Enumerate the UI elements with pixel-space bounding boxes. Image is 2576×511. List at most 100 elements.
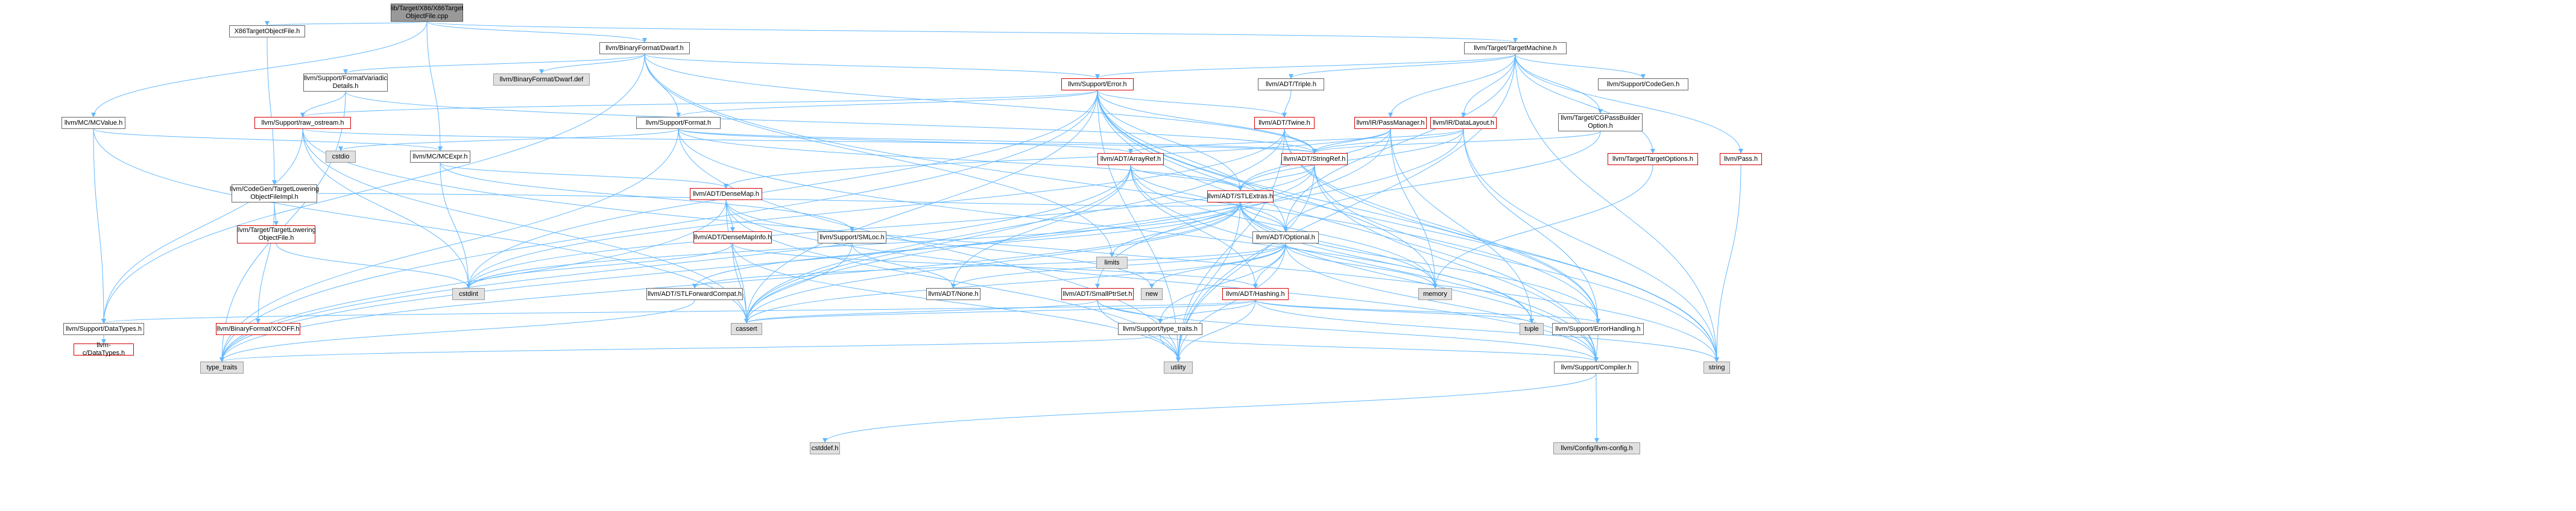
edge-stlforward-to-type_traits <box>219 299 695 362</box>
edge-dwarf-to-formatvariadic <box>343 54 645 74</box>
node-cstdio[interactable]: cstdio <box>326 151 356 163</box>
edge-hashing-to-string <box>1255 299 1719 362</box>
edge-targetmachine-to-codegen <box>1515 54 1646 79</box>
node-dwarf-h[interactable]: llvm/BinaryFormat/Dwarf.h <box>599 42 690 54</box>
node-pass-manager-h[interactable]: llvm/IR/PassManager.h <box>1354 117 1427 129</box>
edge-errorhandling-to-compiler <box>1594 334 1599 362</box>
node-string[interactable]: string <box>1703 362 1730 374</box>
edge-targetmachine-to-datalayout <box>1461 54 1516 118</box>
node-pass-h[interactable]: llvm/Pass.h <box>1720 153 1762 165</box>
node-llvm-type-traits-h[interactable]: llvm/Support/type_traits.h <box>1118 323 1202 335</box>
edge-dwarf-to-dwarfdef <box>539 54 645 74</box>
node-dwarf-def[interactable]: llvm/BinaryFormat/Dwarf.def <box>493 74 590 86</box>
node-utility[interactable]: utility <box>1164 362 1193 374</box>
node-stl-extras-h[interactable]: llvm/ADT/STLExtras.h <box>1207 190 1274 202</box>
node-stl-forward-compat-h[interactable]: llvm/ADT/STLForwardCompat.h <box>646 288 743 300</box>
node-raw-ostream-h[interactable]: llvm/Support/raw_ostream.h <box>254 117 351 129</box>
edge-densemapinfo-to-cstdint <box>466 243 733 289</box>
edge-targetmachine-to-passmanager <box>1388 54 1516 118</box>
edge-targetmachine-to-string <box>1515 54 1719 362</box>
edge-targetmachine-to-error <box>1095 54 1516 79</box>
edge-mcvalue-to-mcexpr <box>93 128 443 151</box>
node-data-types-h[interactable]: llvm/Support/DataTypes.h <box>63 323 144 335</box>
edge-format-to-arrayref <box>678 128 1133 154</box>
node-hashing-h[interactable]: llvm/ADT/Hashing.h <box>1222 288 1289 300</box>
node-limits[interactable]: limits <box>1096 257 1128 269</box>
edge-arrayref-to-none <box>951 165 1131 289</box>
edge-stlextras-to-cstdint <box>466 202 1241 289</box>
edge-stringref-to-cstdint <box>466 165 1315 289</box>
edge-format-to-stlextras <box>678 128 1243 191</box>
node-c-data-types-h[interactable]: llvm-c/DataTypes.h <box>74 342 134 357</box>
edge-rawostream-to-string <box>302 128 1719 362</box>
node-type-traits[interactable]: type_traits <box>200 362 244 374</box>
edge-hashing-to-cassert <box>744 299 1256 324</box>
edge-smallptrset-to-cassert <box>744 299 1098 324</box>
node-error-handling-h[interactable]: llvm/Support/ErrorHandling.h <box>1552 323 1644 335</box>
node-mc-value-h[interactable]: llvm/MC/MCValue.h <box>62 117 125 129</box>
node-small-ptr-set-h[interactable]: llvm/ADT/SmallPtrSet.h <box>1061 288 1134 300</box>
node-dense-map-h[interactable]: llvm/ADT/DenseMap.h <box>690 188 762 200</box>
node-memory[interactable]: memory <box>1418 288 1452 300</box>
node-dense-map-info-h[interactable]: llvm/ADT/DenseMapInfo.h <box>693 231 772 243</box>
node-twine-h[interactable]: llvm/ADT/Twine.h <box>1254 117 1315 129</box>
edge-error-to-cstdint <box>466 90 1098 289</box>
edge-optional-to-utility <box>1176 243 1286 362</box>
node-compiler-h[interactable]: llvm/Support/Compiler.h <box>1554 362 1638 374</box>
node-triple-h[interactable]: llvm/ADT/Triple.h <box>1258 78 1324 90</box>
node-array-ref-h[interactable]: llvm/ADT/ArrayRef.h <box>1097 153 1164 165</box>
edge-twine-to-string <box>1284 128 1719 362</box>
edge-layer <box>91 20 1743 443</box>
node-cstdint[interactable]: cstdint <box>452 288 485 300</box>
node-llvm-config-h[interactable]: llvm/Config/llvm-config.h <box>1553 442 1640 454</box>
edge-hashing-to-errorhandling <box>1255 299 1600 324</box>
node-new[interactable]: new <box>1141 288 1163 300</box>
node-error-h[interactable]: llvm/Support/Error.h <box>1061 78 1134 90</box>
edge-targetmachine-to-optional <box>1283 54 1516 232</box>
edge-stlextras-to-type_traits <box>219 202 1241 362</box>
edge-stlextras-to-compiler <box>1240 202 1599 362</box>
node-mc-expr-h[interactable]: llvm/MC/MCExpr.h <box>410 151 470 163</box>
node-x86-target-object-file-h[interactable]: X86TargetObjectFile.h <box>229 25 305 37</box>
node-tuple[interactable]: tuple <box>1520 323 1544 335</box>
node-xcoff-h[interactable]: llvm/BinaryFormat/XCOFF.h <box>216 323 300 335</box>
edge-pass-to-string <box>1714 165 1741 362</box>
node-target-options-h[interactable]: llvm/Target/TargetOptions.h <box>1608 153 1698 165</box>
edge-dwarf-to-stringref <box>644 54 1317 154</box>
edge-densemap-to-type_traits <box>219 199 727 362</box>
edge-rawostream-to-datatypes <box>101 128 303 324</box>
edge-arrayref-to-hashing <box>1130 165 1258 289</box>
edge-dwarf-to-errorhandling <box>644 54 1600 324</box>
edge-error-to-compiler <box>1097 90 1599 362</box>
edge-datalayout-to-arrayref <box>1128 128 1464 154</box>
node-data-layout-h[interactable]: llvm/IR/DataLayout.h <box>1430 117 1497 129</box>
edge-error-to-errorhandling <box>1097 90 1600 324</box>
node-cstddef-h[interactable]: cstddef.h <box>810 442 840 454</box>
edge-mcvalue-to-cassert <box>93 128 749 324</box>
node-target-machine-h[interactable]: llvm/Target/TargetMachine.h <box>1464 42 1567 54</box>
node-codegen-h[interactable]: llvm/Support/CodeGen.h <box>1598 78 1688 90</box>
edge-mcexpr-to-densemap <box>440 162 728 189</box>
edge-cgpassbuilder-to-stringref <box>1312 131 1601 154</box>
node-cassert[interactable]: cassert <box>731 323 762 335</box>
edge-mcexpr-to-smloc <box>440 162 854 232</box>
edge-twine-to-cstdint <box>466 128 1285 289</box>
edge-passmanager-to-memory <box>1390 128 1438 289</box>
edge-stlextras-to-errorhandling <box>1240 202 1600 324</box>
node-string-ref-h[interactable]: llvm/ADT/StringRef.h <box>1281 153 1348 165</box>
edge-hashing-to-utility <box>1176 299 1256 362</box>
node-sm-loc-h[interactable]: llvm/Support/SMLoc.h <box>818 231 886 243</box>
node-format-h[interactable]: llvm/Support/Format.h <box>636 117 721 129</box>
edge-cgtlof-to-xcoff <box>256 202 275 324</box>
edge-optional-to-cassert <box>744 243 1286 324</box>
node-optional-h[interactable]: llvm/ADT/Optional.h <box>1252 231 1319 243</box>
node-none-h[interactable]: llvm/ADT/None.h <box>926 288 980 300</box>
edge-targetoptions-to-memory <box>1433 165 1653 289</box>
edge-passmanager-to-stringref <box>1312 128 1391 154</box>
